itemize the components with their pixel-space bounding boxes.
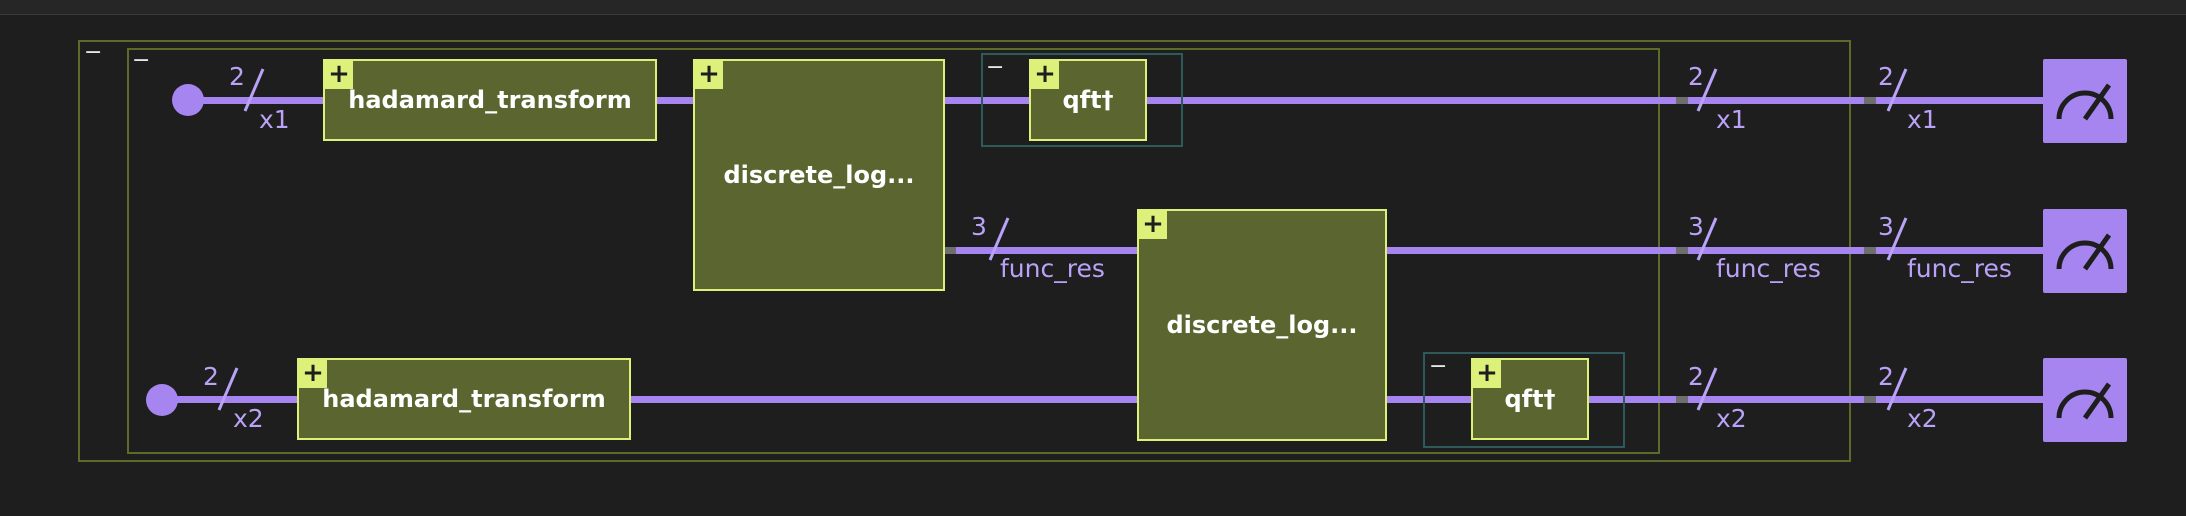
outer-collapse-toggle[interactable]: − bbox=[84, 40, 103, 65]
wire-funcres-count: 3 bbox=[971, 212, 987, 241]
wire-funcres-name: func_res bbox=[1000, 254, 1105, 283]
expand-icon[interactable]: + bbox=[299, 360, 327, 388]
wire-x1-e[interactable] bbox=[1688, 97, 1864, 104]
expand-icon[interactable]: + bbox=[695, 61, 723, 89]
gate-discrete-log-2[interactable]: + discrete_log... bbox=[1137, 209, 1387, 441]
wire-x2-e[interactable] bbox=[1688, 396, 1864, 403]
gate-discrete-log-1[interactable]: + discrete_log... bbox=[693, 59, 945, 291]
expand-icon[interactable]: + bbox=[1473, 360, 1501, 388]
wire-funcres-c[interactable] bbox=[1688, 247, 1864, 254]
wire-x2-break-1 bbox=[1676, 396, 1688, 403]
measure-x1-button[interactable] bbox=[2043, 59, 2127, 143]
output-funcres-count-b: 3 bbox=[1878, 212, 1894, 241]
expand-icon[interactable]: + bbox=[325, 61, 353, 89]
wire-x2-c[interactable] bbox=[1386, 396, 1474, 403]
wire-x1-c[interactable] bbox=[944, 97, 1030, 104]
wire-x2-b[interactable] bbox=[630, 396, 1138, 403]
measure-x2-button[interactable] bbox=[2043, 358, 2127, 442]
wire-funcres-d[interactable] bbox=[1876, 247, 2044, 254]
gate-label: qft† bbox=[1062, 86, 1114, 114]
bus-slash-icon bbox=[217, 367, 239, 411]
gate-label: qft† bbox=[1504, 385, 1556, 413]
wire-x2-break-2 bbox=[1864, 396, 1876, 403]
wire-x1-name: x1 bbox=[259, 105, 290, 134]
qft-frame-1 bbox=[981, 53, 1183, 147]
gate-qft-dagger-1[interactable]: + qft† bbox=[1029, 59, 1147, 141]
output-x1-count-b: 2 bbox=[1878, 62, 1894, 91]
meter-gauge-icon bbox=[2056, 83, 2114, 121]
wire-x1-f[interactable] bbox=[1876, 97, 2044, 104]
wire-funcres-b[interactable] bbox=[1386, 247, 1676, 254]
measure-funcres-button[interactable] bbox=[2043, 209, 2127, 293]
wire-x1-count: 2 bbox=[229, 62, 245, 91]
output-x2-count-a: 2 bbox=[1688, 362, 1704, 391]
wire-x1-a[interactable] bbox=[188, 97, 324, 104]
gate-label: discrete_log... bbox=[1166, 311, 1358, 339]
output-x2-name-b: x2 bbox=[1907, 404, 1938, 433]
wire-x2-start-dot[interactable] bbox=[146, 384, 178, 416]
wire-x2-a[interactable] bbox=[162, 396, 298, 403]
gate-hadamard-transform-x1[interactable]: + hadamard_transform bbox=[323, 59, 657, 141]
gate-label: discrete_log... bbox=[723, 161, 915, 189]
wire-funcres-break-2 bbox=[1864, 247, 1876, 254]
wire-x2-count: 2 bbox=[203, 362, 219, 391]
gate-label: hadamard_transform bbox=[348, 86, 632, 114]
expand-icon[interactable]: + bbox=[1139, 211, 1167, 239]
output-x1-name-a: x1 bbox=[1716, 105, 1747, 134]
wire-x2-d[interactable] bbox=[1588, 396, 1676, 403]
qft-frame-1-collapse-toggle[interactable]: − bbox=[986, 55, 1005, 80]
output-funcres-name-b: func_res bbox=[1907, 254, 2012, 283]
top-bar bbox=[0, 0, 2186, 15]
wire-x2-name: x2 bbox=[233, 404, 264, 433]
wire-funcres-a[interactable] bbox=[956, 247, 1138, 254]
wire-x1-break-2 bbox=[1864, 97, 1876, 104]
output-x1-name-b: x1 bbox=[1907, 105, 1938, 134]
bus-slash-icon bbox=[243, 68, 265, 112]
output-x2-count-b: 2 bbox=[1878, 362, 1894, 391]
qft-frame-2 bbox=[1423, 352, 1625, 448]
gate-label: hadamard_transform bbox=[322, 385, 606, 413]
wire-funcres-start bbox=[944, 247, 956, 254]
wire-x2-f[interactable] bbox=[1876, 396, 2044, 403]
output-x1-count-a: 2 bbox=[1688, 62, 1704, 91]
bus-slash-icon bbox=[1696, 68, 1718, 112]
expand-icon[interactable]: + bbox=[1031, 61, 1059, 89]
gate-qft-dagger-2[interactable]: + qft† bbox=[1471, 358, 1589, 440]
gate-hadamard-transform-x2[interactable]: + hadamard_transform bbox=[297, 358, 631, 440]
bus-slash-icon bbox=[1886, 367, 1908, 411]
wire-x1-d[interactable] bbox=[1146, 97, 1676, 104]
bus-slash-icon bbox=[988, 217, 1010, 261]
meter-gauge-icon bbox=[2056, 382, 2114, 420]
inner-collapse-toggle[interactable]: − bbox=[132, 48, 151, 73]
wire-funcres-break-1 bbox=[1676, 247, 1688, 254]
wire-x1-b[interactable] bbox=[656, 97, 696, 104]
bus-slash-icon bbox=[1696, 367, 1718, 411]
output-funcres-name-a: func_res bbox=[1716, 254, 1821, 283]
output-x2-name-a: x2 bbox=[1716, 404, 1747, 433]
output-funcres-count-a: 3 bbox=[1688, 212, 1704, 241]
wire-x1-start-dot[interactable] bbox=[172, 84, 204, 116]
qft-frame-2-collapse-toggle[interactable]: − bbox=[1429, 354, 1448, 379]
meter-gauge-icon bbox=[2056, 233, 2114, 271]
bus-slash-icon bbox=[1886, 217, 1908, 261]
bus-slash-icon bbox=[1886, 68, 1908, 112]
wire-x1-break-1 bbox=[1676, 97, 1688, 104]
bus-slash-icon bbox=[1696, 217, 1718, 261]
